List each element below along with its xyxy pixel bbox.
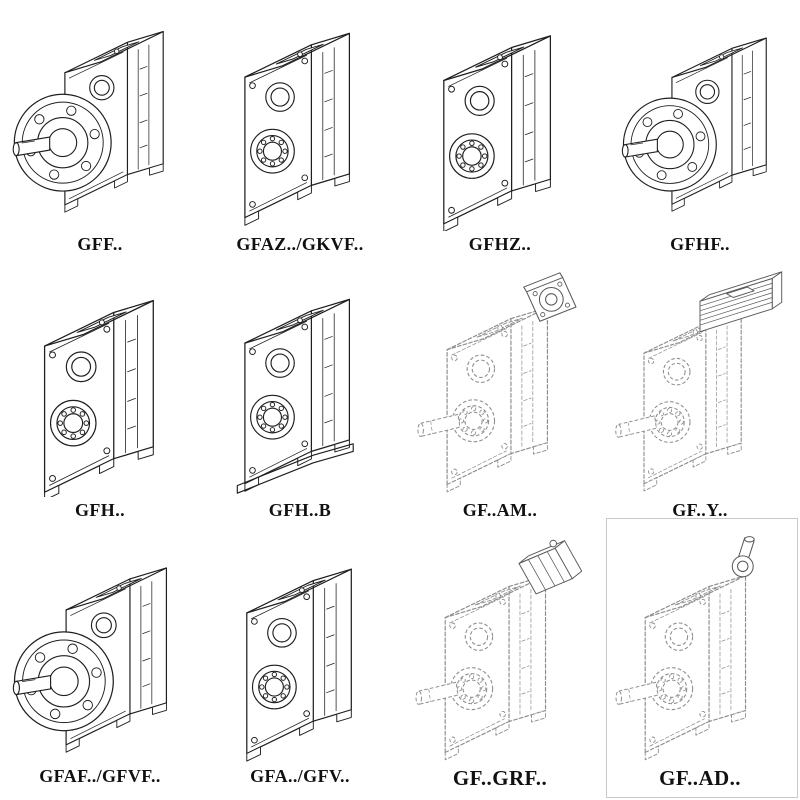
catalog-cell-gf-ad: GF..AD.. xyxy=(600,532,800,798)
gearbox-flange-drawing xyxy=(2,3,198,231)
catalog-cell-gfh-b: GFH..B xyxy=(200,266,400,532)
gearbox-flange-drawing xyxy=(2,535,198,763)
gearbox-flange-drawing xyxy=(602,3,798,231)
catalog-cell-gfhz: GFHZ.. xyxy=(400,0,600,266)
model-label-gfaz-gkvf: GFAZ../GKVF.. xyxy=(236,234,364,254)
model-label-gfaf-gfvf: GFAF../GFVF.. xyxy=(39,766,161,786)
model-label-gfh: GFH.. xyxy=(75,500,125,520)
catalog-cell-gf-grf: GF..GRF.. xyxy=(400,532,600,798)
gearbox-hollow-shaft-drawing xyxy=(202,535,398,763)
model-label-gfhf: GFHF.. xyxy=(670,234,730,254)
model-label-gfa-gfv: GFA../GFV.. xyxy=(250,766,350,786)
model-label-gff: GFF.. xyxy=(77,234,123,254)
catalog-cell-gf-am: GF..AM.. xyxy=(400,266,600,532)
gearbox-phantom-adapter-drawing xyxy=(402,269,598,497)
gearbox-hollow-shaft-drawing xyxy=(2,269,198,497)
model-label-gfh-b: GFH..B xyxy=(268,500,332,520)
model-label-gfhz: GFHZ.. xyxy=(468,234,532,254)
model-label-gf-y: GF..Y.. xyxy=(672,500,728,520)
gearbox-phantom-input-shaft-drawing xyxy=(602,535,798,763)
gearbox-phantom-motor-drawing xyxy=(602,269,798,497)
catalog-cell-gfaz-gkvf: GFAZ../GKVF.. xyxy=(200,0,400,266)
gearbox-hollow-shaft-base-drawing xyxy=(202,269,398,497)
catalog-cell-gfhf: GFHF.. xyxy=(600,0,800,266)
catalog-cell-gfa-gfv: GFA../GFV.. xyxy=(200,532,400,798)
model-label-gf-grf: GF..GRF.. xyxy=(452,766,548,790)
gearbox-hollow-shaft-drawing xyxy=(402,3,598,231)
catalog-cell-gfaf-gfvf: GFAF../GFVF.. xyxy=(0,532,200,798)
catalog-cell-gf-y: GF..Y.. xyxy=(600,266,800,532)
catalog-cell-gfh: GFH.. xyxy=(0,266,200,532)
model-label-gf-ad: GF..AD.. xyxy=(659,766,741,790)
catalog-cell-gff: GFF.. xyxy=(0,0,200,266)
model-label-gf-am: GF..AM.. xyxy=(462,500,538,520)
gearbox-hollow-shaft-drawing xyxy=(202,3,398,231)
gearbox-phantom-adapter-drawing xyxy=(402,535,598,763)
